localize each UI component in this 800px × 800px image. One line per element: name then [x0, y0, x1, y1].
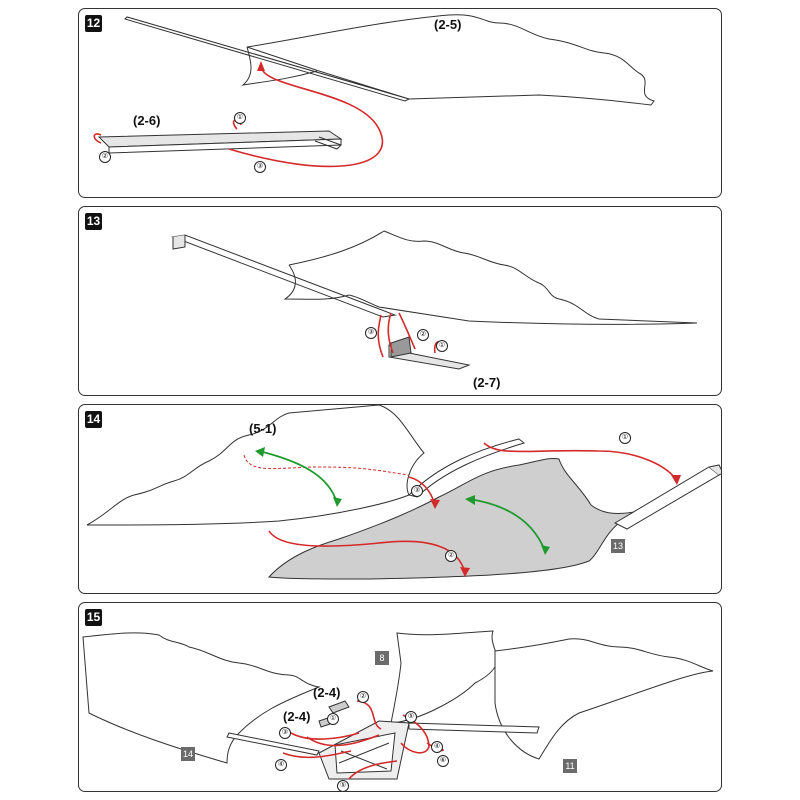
- part-ref-tag-14: 14: [181, 747, 195, 761]
- sequence-1: ①: [436, 340, 448, 352]
- sequence-1: ①: [327, 713, 339, 725]
- sequence-2: ②: [445, 550, 457, 562]
- step-14-illustration: [86, 405, 721, 580]
- wing-spar: [171, 234, 397, 318]
- sequence-3: ③: [254, 161, 266, 173]
- sequence-3: ③: [411, 485, 423, 497]
- wing-14: [82, 632, 321, 764]
- step-12-panel: 12 (2-5) (2-6) ① ② ③: [78, 8, 722, 198]
- center-cross: [338, 742, 390, 770]
- red-arrow-3: [377, 314, 384, 358]
- red-arrow-3: [228, 64, 384, 168]
- step-15-panel: 15 (2-4) (2-4) 8 14 11 ① ② ③ ④ ⑤ ④ ⑤ ⑥: [78, 602, 722, 792]
- green-arrowhead-2a: [465, 495, 475, 505]
- wing-13-spar-end: [708, 464, 721, 476]
- sequence-4-right: ④: [431, 741, 443, 753]
- step-number-badge: 12: [85, 15, 102, 32]
- wing-13-spar: [613, 466, 720, 530]
- step-14-panel: 14 (5-1) 13 ① ② ③: [78, 404, 722, 594]
- wing-notch: [241, 46, 318, 86]
- red-arrow-6: [400, 714, 430, 754]
- red-arrow-1: [306, 734, 380, 747]
- part-ref-tag-11: 11: [563, 759, 577, 773]
- red-arrowhead-3: [430, 499, 440, 509]
- red-arrowhead-1: [671, 475, 681, 485]
- sequence-3: ③: [365, 327, 377, 339]
- bar-part-tab: [314, 136, 342, 150]
- small-part-2-4-a: [328, 700, 350, 714]
- sequence-2: ②: [99, 151, 111, 163]
- part-label-2-5: (2-5): [434, 17, 462, 32]
- step-12-illustration: [93, 14, 655, 168]
- wing-11: [494, 638, 714, 760]
- wing-5-1: [86, 405, 425, 526]
- step-number-badge: 13: [85, 213, 102, 230]
- wing-membrane-2-5: [126, 14, 655, 106]
- wing-14-spar: [226, 732, 320, 756]
- sequence-1: ①: [234, 112, 246, 124]
- green-arrowhead-1b: [333, 497, 342, 507]
- sequence-3: ③: [279, 727, 291, 739]
- red-arrowhead-2: [460, 567, 470, 577]
- wing-membrane: [288, 230, 698, 325]
- part-label-2-7: (2-7): [473, 375, 501, 390]
- spar-end: [172, 235, 186, 250]
- red-arrow-2: [398, 312, 416, 350]
- red-arrowhead-3: [257, 61, 265, 71]
- part-label-2-6: (2-6): [133, 113, 161, 128]
- part-label-2-4-upper: (2-4): [313, 685, 341, 700]
- sequence-6: ⑥: [437, 755, 449, 767]
- step-13-illustration: [171, 230, 698, 370]
- green-arrow-1: [258, 450, 338, 504]
- sequence-1: ①: [619, 432, 631, 444]
- sequence-5-bottom: ⑤: [337, 780, 349, 791]
- red-arrow-4: [282, 750, 352, 759]
- wing-11-spar: [408, 722, 540, 734]
- sequence-2: ②: [357, 691, 369, 703]
- green-arrowhead-1a: [255, 447, 265, 457]
- step-15-illustration: [82, 630, 714, 780]
- part-label-5-1: (5-1): [249, 421, 277, 436]
- red-arrow-5: [348, 760, 398, 780]
- bracket-plate: [390, 336, 412, 358]
- part-ref-tag-13: 13: [611, 539, 625, 553]
- red-arrow-1: [483, 442, 678, 482]
- red-arrow-3: [290, 732, 360, 740]
- sequence-4-left: ④: [275, 759, 287, 771]
- sequence-2: ②: [417, 329, 429, 341]
- red-arrow-4: [387, 312, 394, 354]
- step-number-badge: 15: [85, 609, 102, 626]
- wing-notch: [283, 264, 350, 300]
- sequence-5-right: ⑤: [405, 711, 417, 723]
- wing-8: [390, 630, 498, 724]
- red-arrow-2: [93, 133, 102, 144]
- step-13-panel: 13 (2-7) ① ② ③: [78, 206, 722, 396]
- part-label-2-4-lower: (2-4): [283, 709, 311, 724]
- red-arrow-2: [356, 700, 382, 730]
- green-arrowhead-2b: [541, 545, 550, 555]
- wing-5-1-dashed-edge: [243, 454, 410, 476]
- green-arrow-2: [468, 498, 546, 552]
- step-number-badge: 14: [85, 411, 102, 428]
- part-ref-tag-8: 8: [375, 651, 389, 665]
